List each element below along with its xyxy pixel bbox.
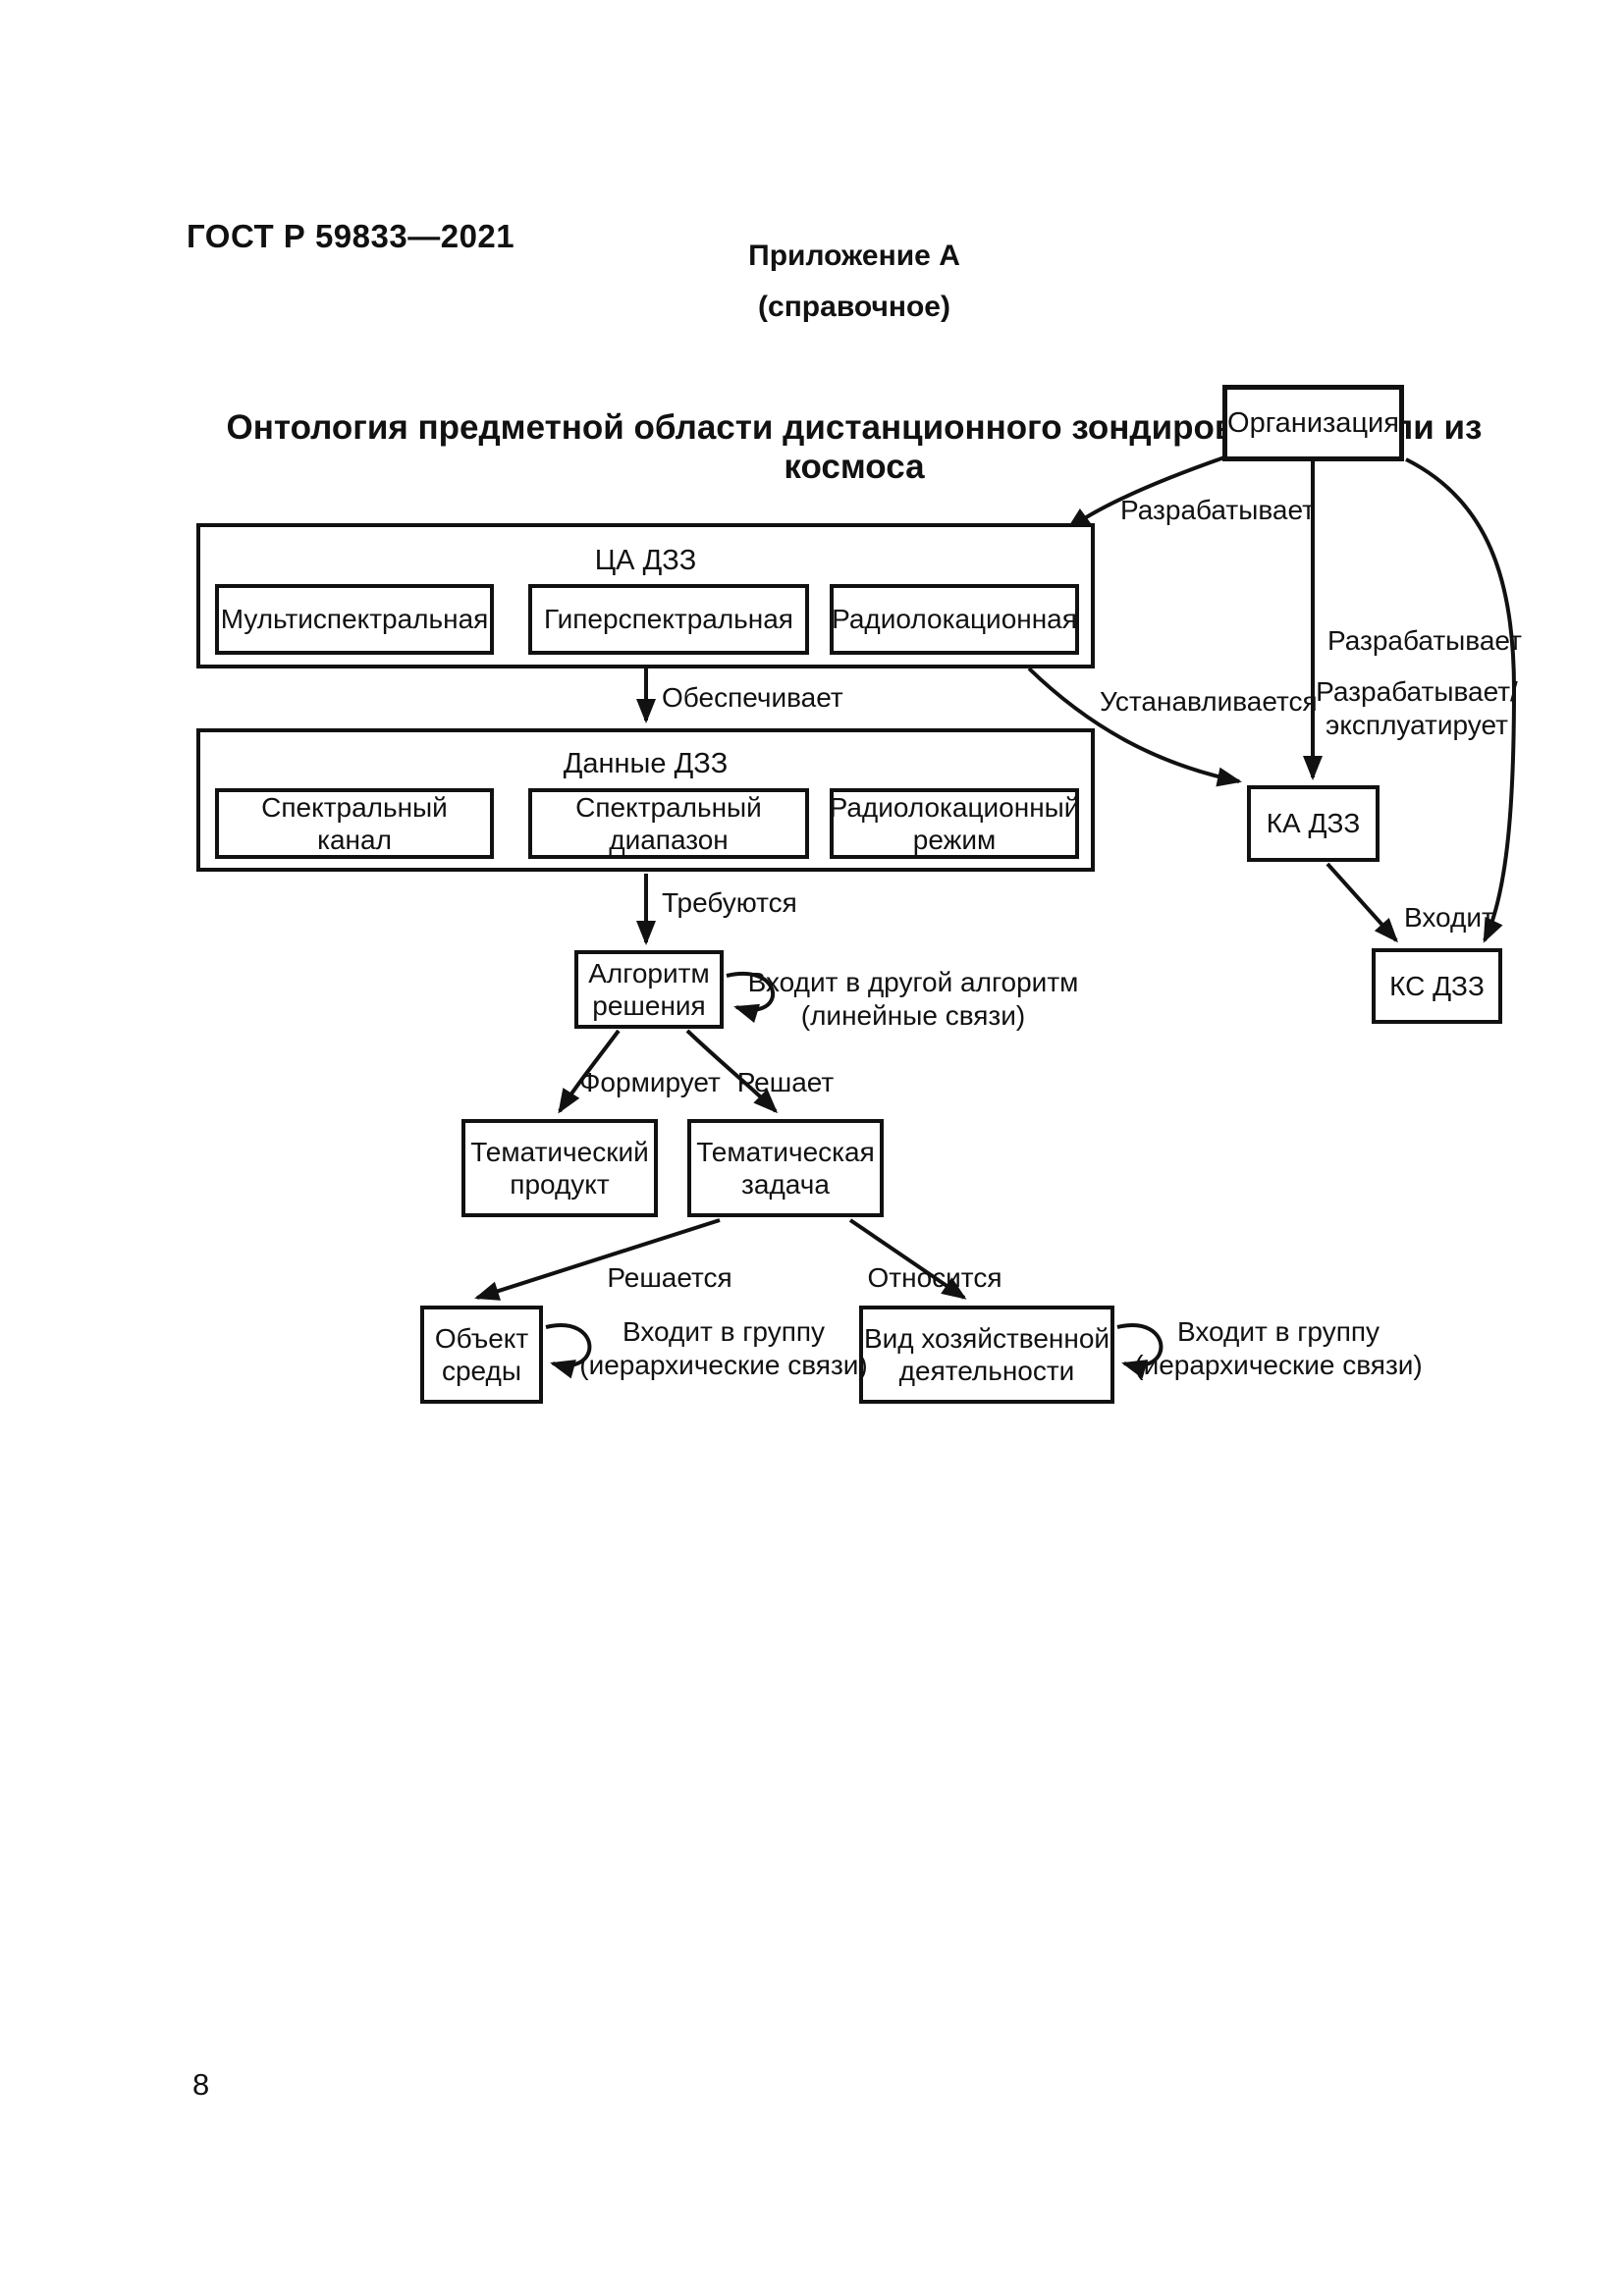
node-radar: Радиолокационная <box>830 584 1079 655</box>
label-develops-operates: Разрабатывает/ эксплуатирует <box>1316 676 1518 740</box>
node-environment-object: Объект среды <box>420 1306 543 1404</box>
label-provides: Обеспечивает <box>662 682 843 713</box>
node-radar-mode: Радиолокационный режим <box>830 788 1079 859</box>
label-is-solved: Решается <box>607 1262 732 1293</box>
node-hyperspectral: Гиперспектральная <box>528 584 809 655</box>
arrow-organization-develops-operates-ks <box>1405 457 1517 943</box>
node-ks-dzz: КС ДЗЗ <box>1372 948 1502 1024</box>
node-economic-activity-kind: Вид хозяйственной деятельности <box>859 1306 1114 1404</box>
arrow-task-relates-activity <box>848 1218 967 1300</box>
label-forms: Формирует <box>579 1067 721 1097</box>
arrow-task-solved-by-object <box>474 1218 721 1301</box>
label-required: Требуются <box>662 887 797 918</box>
label-installs: Устанавливается <box>1100 686 1318 717</box>
appendix-heading: Приложение А <box>748 240 960 272</box>
label-member-of-group-left: Входит в группу (иерархические связи) <box>579 1316 868 1380</box>
arrow-activity-self-loop <box>1116 1323 1164 1379</box>
label-relates: Относится <box>867 1262 1002 1293</box>
container-ca-dzz-title: ЦА ДЗЗ <box>594 545 697 576</box>
appendix-note: (справочное) <box>758 291 950 323</box>
arrow-algorithm-forms-product <box>558 1029 621 1114</box>
node-thematic-task: Тематическая задача <box>687 1119 884 1217</box>
node-spectral-channel: Спектральный канал <box>215 788 494 859</box>
label-develops-ca: Разрабатывает <box>1120 495 1315 525</box>
node-solution-algorithm: Алгоритм решения <box>574 950 724 1029</box>
label-enters: Входит <box>1404 902 1494 933</box>
node-thematic-product: Тематический продукт <box>461 1119 658 1217</box>
label-enters-other-algorithm: Входит в другой алгоритм (линейные связи… <box>747 967 1079 1031</box>
label-solves: Решает <box>736 1067 835 1097</box>
node-ka-dzz: КА ДЗЗ <box>1247 785 1380 862</box>
node-multispectral: Мультиспектральная <box>215 584 494 655</box>
page-number: 8 <box>192 2067 210 2102</box>
node-spectral-range: Спектральный диапазон <box>528 788 809 859</box>
arrow-algorithm-self-loop <box>726 972 775 1024</box>
label-member-of-group-right: Входит в группу (иерархические связи) <box>1134 1316 1423 1380</box>
container-data-dzz-title: Данные ДЗЗ <box>563 748 729 779</box>
arrow-ca-installed-on-ka <box>1027 667 1242 787</box>
arrow-ka-enters-ks <box>1326 862 1399 943</box>
document-number: ГОСТ Р 59833—2021 <box>187 218 515 254</box>
node-organization: Организация <box>1222 385 1404 461</box>
label-develops-ka: Разрабатывает <box>1327 625 1522 656</box>
arrow-env-object-self-loop <box>545 1323 592 1379</box>
arrow-algorithm-solves-task <box>685 1029 779 1114</box>
arrow-organization-develops-ca <box>1065 455 1225 531</box>
